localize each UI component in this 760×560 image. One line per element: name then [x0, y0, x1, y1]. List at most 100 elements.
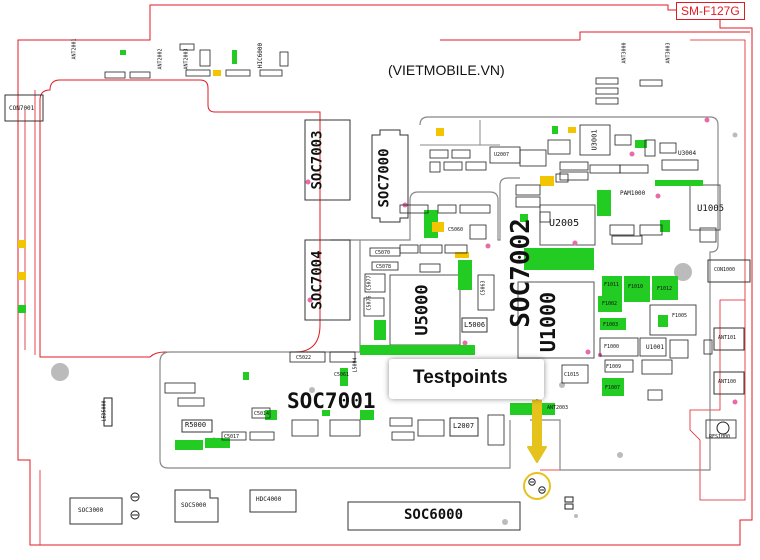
- label-c5063: C5063: [480, 280, 487, 296]
- label-f1009: F1009: [606, 364, 622, 370]
- label-f1010: F1010: [628, 284, 644, 290]
- board-left-edge: [24, 90, 36, 355]
- label-u1005: U1005: [697, 204, 725, 214]
- rfs1000-pad: [716, 421, 730, 435]
- label-ant2001: ANT2001: [71, 38, 78, 60]
- label-ant101: ANT101: [718, 335, 737, 341]
- label-c5017: C5017: [224, 434, 240, 440]
- label-u2007: U2007: [494, 152, 510, 158]
- label-c5022: C5022: [296, 355, 312, 361]
- label-f1003: F1003: [603, 322, 619, 328]
- label-u2005: U2005: [549, 218, 580, 229]
- label-soc7004: SOC7004: [309, 250, 326, 310]
- label-f1007: F1007: [605, 385, 621, 391]
- label-soc3000: SOC3000: [78, 507, 104, 514]
- mount-hole-right: [674, 263, 692, 281]
- label-u1000: U1000: [536, 291, 561, 353]
- mount-hole-small-4: [617, 452, 623, 458]
- label-c5077: C5077: [366, 275, 373, 291]
- mount-hole-left: [51, 363, 69, 381]
- label-l5006: L5006: [464, 321, 486, 329]
- u1000-box: [517, 281, 595, 359]
- label-ant2003b: ANT2003: [547, 405, 569, 411]
- component-outline-group: [104, 43, 737, 446]
- ant100-box: [713, 371, 745, 395]
- model-label: SM-F127G: [676, 2, 745, 20]
- label-u1001: U1001: [646, 344, 665, 351]
- label-f1005: F1005: [672, 313, 688, 319]
- testpoint-arrow-shaft: [532, 400, 542, 448]
- u2005-box: [539, 204, 596, 246]
- label-soc6000: SOC6000: [404, 507, 464, 523]
- label-hic6000: HIC6000: [257, 42, 265, 69]
- shield-main: [330, 177, 520, 241]
- label-ant2003: ANT2003: [183, 48, 190, 70]
- label-f1000: F1000: [604, 344, 620, 350]
- soc7003-box: [304, 119, 351, 201]
- con1000-box: [707, 259, 751, 283]
- label-soc7001: SOC7001: [287, 389, 376, 413]
- label-hdc4000: HDC4000: [256, 496, 282, 503]
- shield-top-right: [419, 116, 719, 471]
- label-pam1000: PAM1000: [620, 190, 646, 197]
- label-f1011: F1011: [604, 282, 620, 288]
- label-ant3003: ANT3003: [665, 42, 672, 64]
- label-c1015: C1015: [564, 372, 580, 378]
- label-soc7000: SOC7000: [376, 148, 393, 208]
- label-u3001: U3001: [590, 129, 599, 151]
- label-c5060: C5060: [448, 227, 464, 233]
- label-c5061: C5061: [334, 372, 350, 378]
- label-led5000: LED5000: [101, 400, 108, 422]
- shield-center: [159, 240, 511, 469]
- testpoint-pads: [528, 478, 546, 494]
- label-f1002: F1002: [602, 301, 618, 307]
- label-ant100: ANT100: [718, 379, 737, 385]
- con7001-box: [4, 94, 44, 122]
- label-l2007: L2007: [453, 422, 475, 430]
- l5006-box: [461, 317, 488, 333]
- board-outline-inner-top: [40, 5, 750, 41]
- soc7004-box: [304, 239, 351, 321]
- ant101-box: [713, 327, 745, 351]
- label-r5000: R5000: [185, 421, 207, 429]
- label-ant3000: ANT3000: [621, 42, 628, 64]
- soc3000-box: [69, 497, 123, 525]
- mount-hole-small-3: [559, 382, 565, 388]
- label-c5078: C5078: [376, 264, 392, 270]
- label-ant2002: ANT2002: [157, 48, 164, 70]
- mount-hole-small-6: [574, 514, 578, 518]
- label-soc7003: SOC7003: [309, 130, 326, 190]
- l2007-box: [449, 417, 479, 437]
- mount-hole-small-1: [732, 132, 738, 138]
- label-c5070: C5070: [375, 250, 391, 256]
- label-con1000: CON1000: [714, 267, 736, 273]
- u1005-box: [689, 184, 721, 231]
- aux-circles: [130, 492, 140, 520]
- bottom-outline: [39, 420, 561, 545]
- label-soc7002: SOC7002: [505, 218, 536, 328]
- shield-inner-line: [420, 120, 500, 146]
- testpoint-circle: [523, 472, 551, 500]
- label-soc5000: SOC5000: [181, 502, 207, 509]
- label-l5004: L5004: [352, 357, 359, 373]
- label-u3004: U3004: [678, 150, 697, 157]
- soc5000-box: [174, 489, 219, 523]
- right-outline: [689, 39, 746, 501]
- website-watermark: (VIETMOBILE.VN): [388, 62, 505, 78]
- soc6000-box: [347, 501, 521, 531]
- r5000-box: [181, 419, 213, 433]
- yellow-pad-group: [18, 70, 576, 280]
- battery-cutout: [39, 79, 321, 358]
- mount-hole-small-2: [309, 387, 315, 393]
- label-con7001: CON7001: [9, 105, 35, 112]
- label-f1012: F1012: [657, 286, 673, 292]
- label-c5014: C5014: [254, 411, 270, 417]
- label-c5076: C5076: [366, 295, 373, 311]
- label-rfs1000: RFS1000: [709, 434, 731, 440]
- testpoints-callout-text: Testpoints: [413, 367, 508, 388]
- mount-hole-small-5: [502, 519, 508, 525]
- label-u5000: U5000: [412, 284, 433, 336]
- hdc4000-box: [249, 489, 297, 513]
